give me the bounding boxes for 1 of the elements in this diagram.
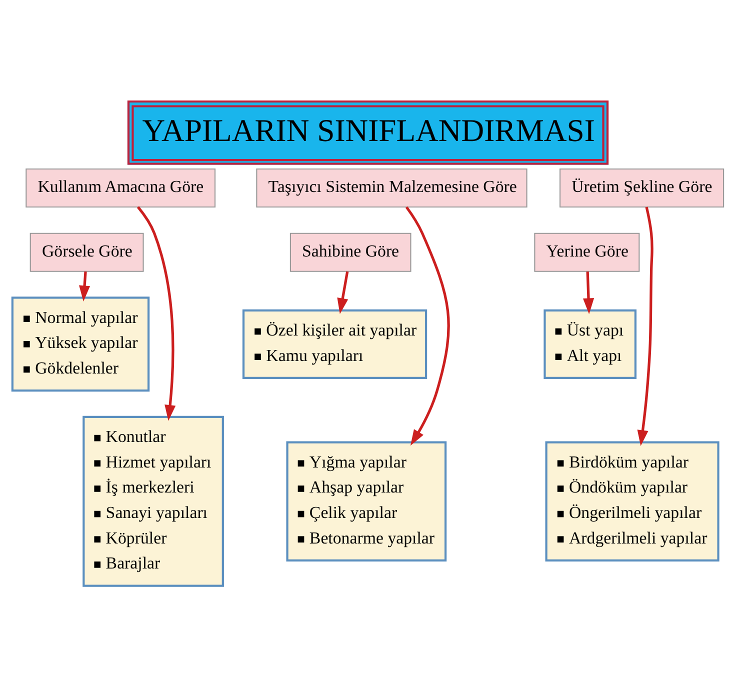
diagram-title: YAPILARIN SINIFLANDIRMASI [142, 112, 595, 148]
